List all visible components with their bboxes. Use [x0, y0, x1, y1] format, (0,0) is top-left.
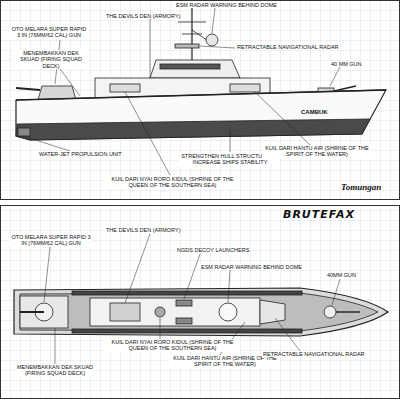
leader-lines: [44, 234, 340, 364]
grid-panel: [1, 1, 400, 200]
callout-label: KUIL DARI NYAI RORO KIDUL (SHRINE OF THE…: [105, 176, 240, 189]
hull-name: CAMBUK: [300, 109, 329, 116]
top-view: [14, 288, 388, 336]
callout-label: NGDS DECOY LAUNCHERS: [176, 247, 250, 253]
callout-label: ESM RADAR WARNING BEHIND DOME: [200, 264, 303, 270]
callout-label: THE DEVILS DEN (ARMORY): [105, 13, 181, 19]
callout-label: MENEMBAKKAN DEK SKUAD (FIRING SQUAD DECK…: [14, 364, 96, 377]
callout-label: MENEMBAKKAN DEK SKUAD (FIRING SQUAD DECK…: [12, 50, 90, 69]
callout-label: KUIL DARI NYAI RORO KIDUL (SHRINE OF THE…: [105, 339, 240, 352]
callout-label: 40 MM GUN: [330, 61, 363, 67]
callout-label: 40MM GUN: [326, 272, 357, 278]
callout-label: ESM RADAR WARNING BEHIND DOME: [175, 2, 278, 8]
grid-panel: [1, 206, 400, 399]
callout-label: RETRACTABLE NAVIGATIONAL RADAR: [236, 44, 340, 50]
callout-label: KUIL DARI HANTU AIR (SHRINE OF THE SPIRI…: [262, 145, 372, 158]
callout-label: THE DEVILS DEN (ARMORY): [105, 227, 181, 233]
callout-label: OTO MELARA SUPER RAPID 3 IN (76MM/62 CAL…: [10, 26, 88, 39]
callout-label: RETRACTABLE NAVIGATIONAL RADAR: [262, 351, 366, 357]
callout-label: OTO MELARA SUPER RAPID 3 IN (76MM/62 CAL…: [10, 234, 92, 247]
callout-label: WATER-JET PROPULSION UNIT: [38, 151, 123, 157]
logo-mark: BRUTEFAX: [282, 209, 356, 222]
signature: Tomungan: [340, 182, 382, 192]
